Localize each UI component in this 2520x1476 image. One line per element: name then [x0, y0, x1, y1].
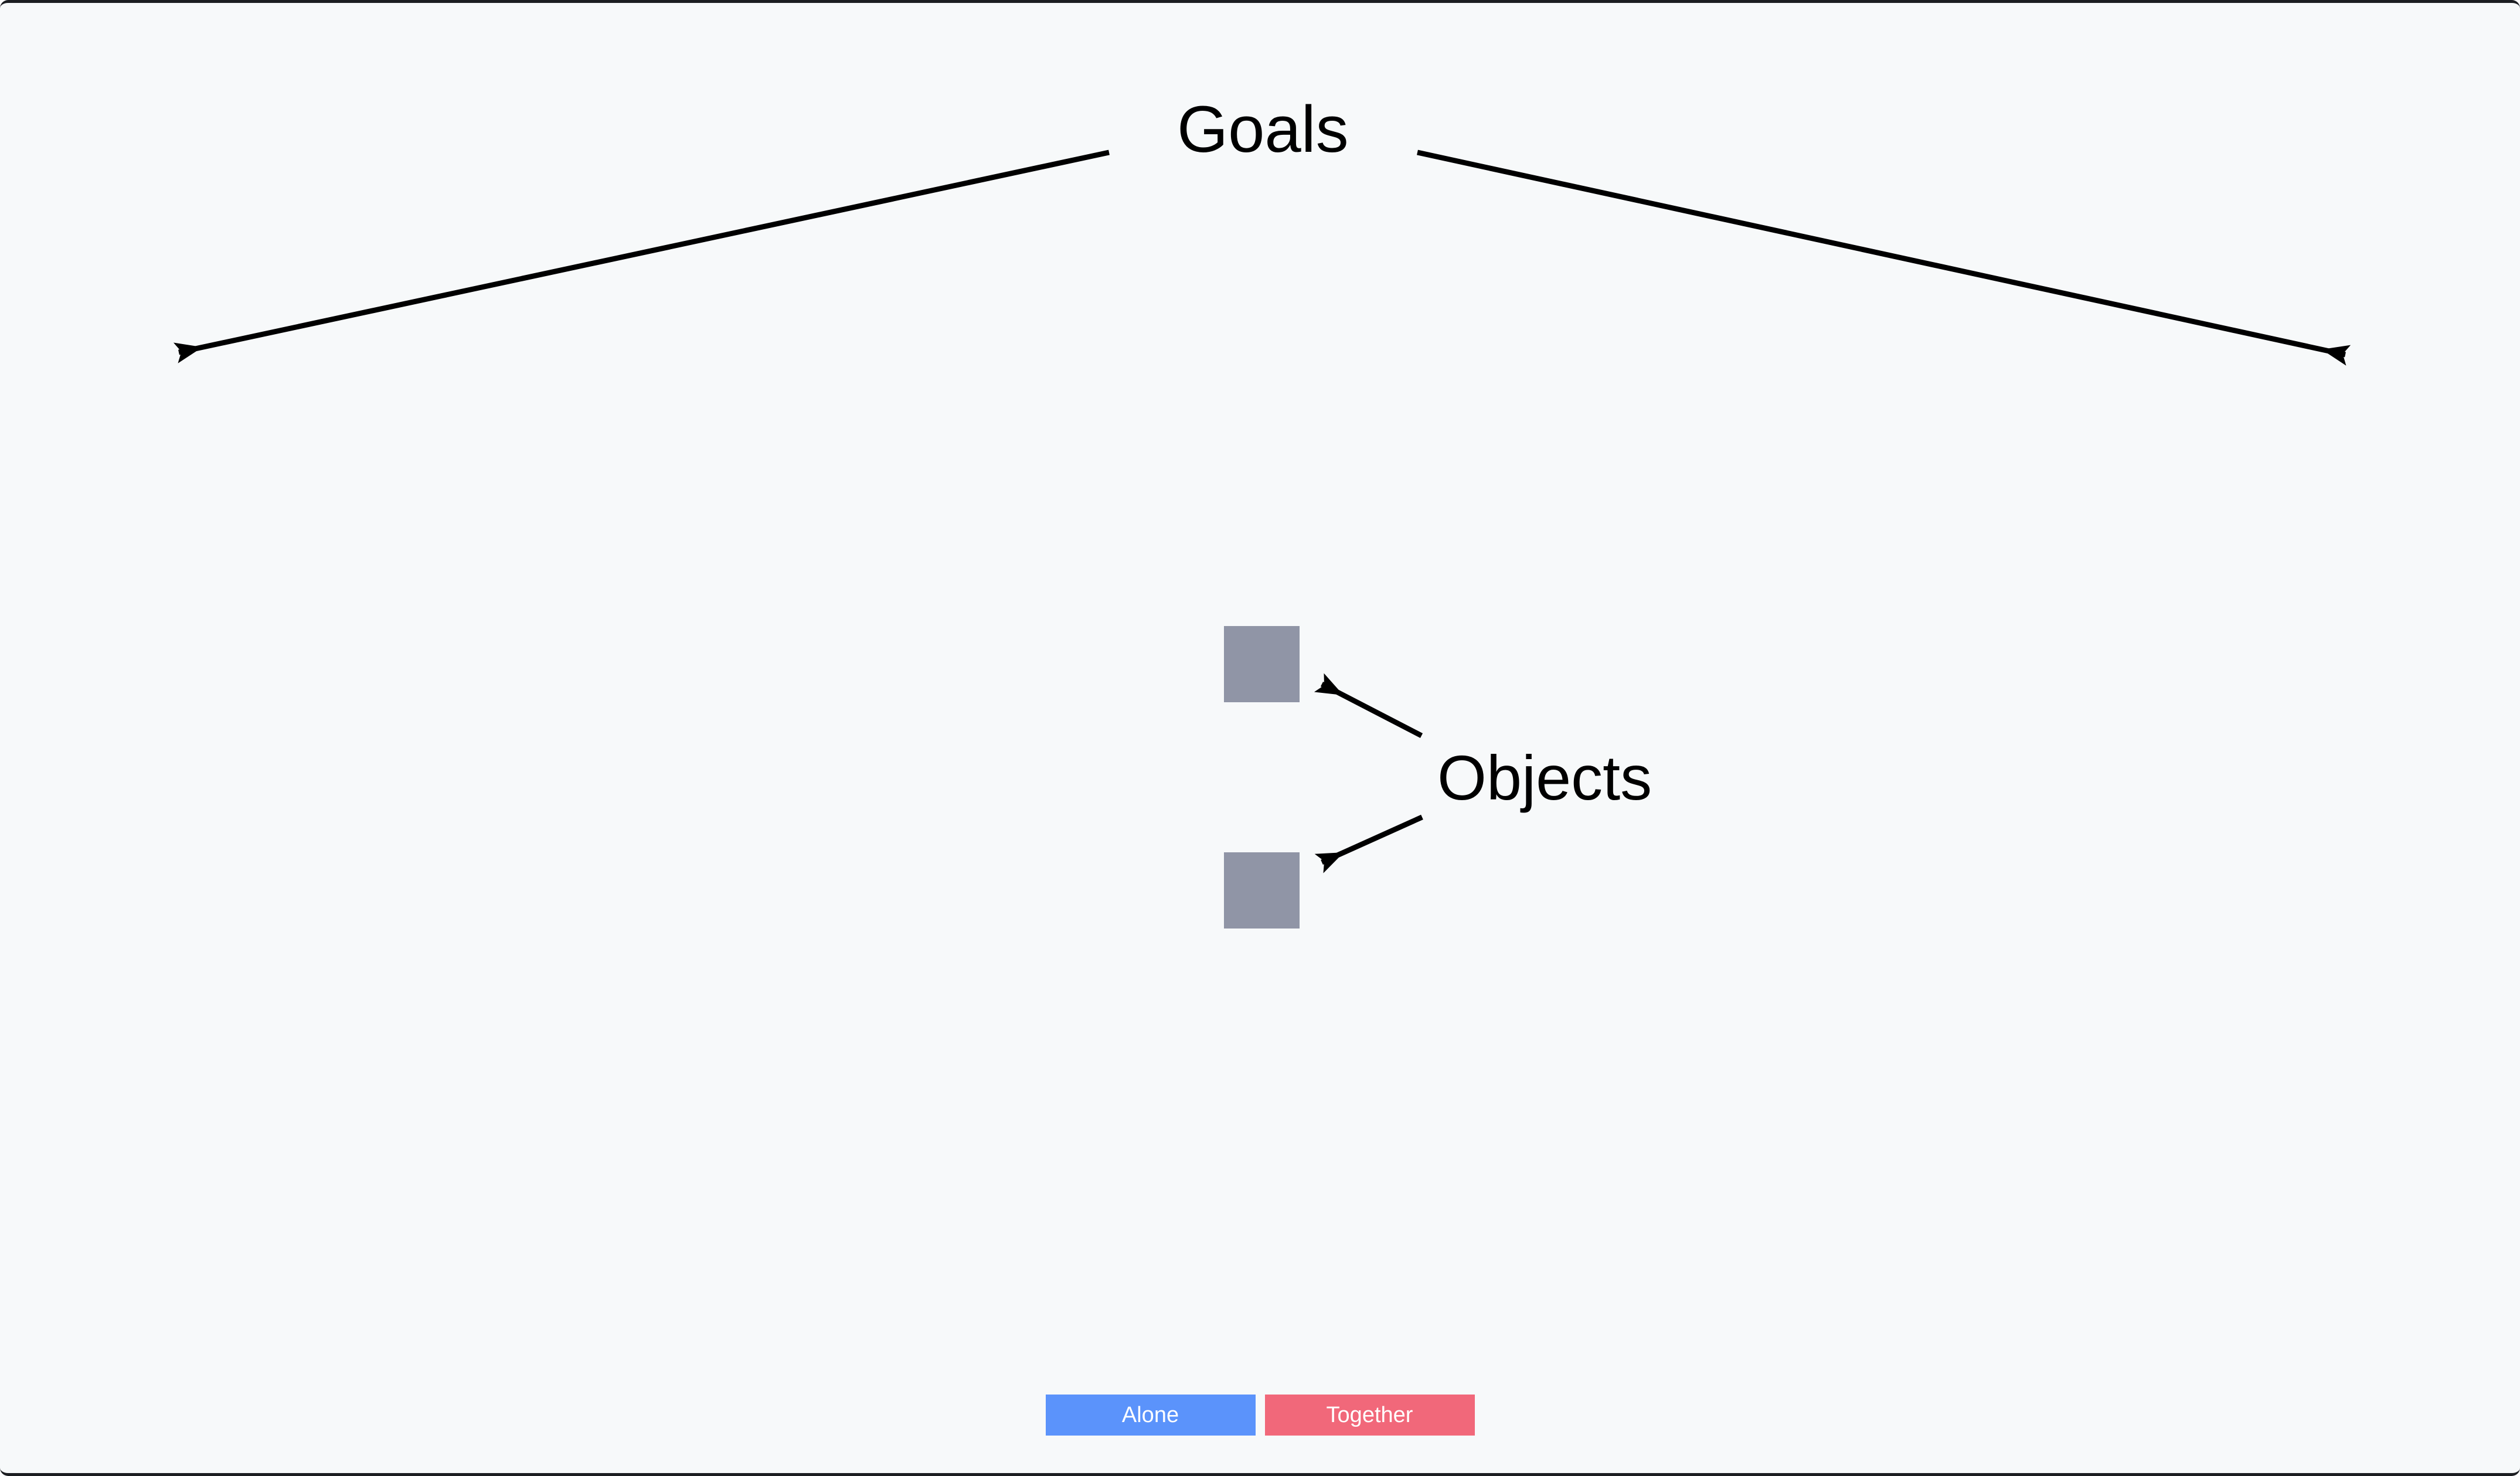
objects-to-object-1-arrow — [1314, 673, 1423, 738]
goals-to-left-zone-arrow — [173, 149, 1110, 363]
goals-label: Goals — [1177, 93, 1349, 166]
object-block-1[interactable] — [1224, 626, 1300, 702]
alone-button[interactable]: Alone — [1045, 1395, 1256, 1436]
together-button[interactable]: Together — [1264, 1395, 1475, 1436]
annotation-arrows-layer — [173, 149, 2351, 873]
object-block-2[interactable] — [1224, 852, 1300, 929]
goals-to-right-zone-arrow — [1417, 149, 2351, 366]
objects-to-object-2-arrow — [1314, 814, 1423, 873]
objects-label: Objects — [1437, 742, 1652, 813]
controls-bar: Alone Together — [0, 1395, 2520, 1436]
